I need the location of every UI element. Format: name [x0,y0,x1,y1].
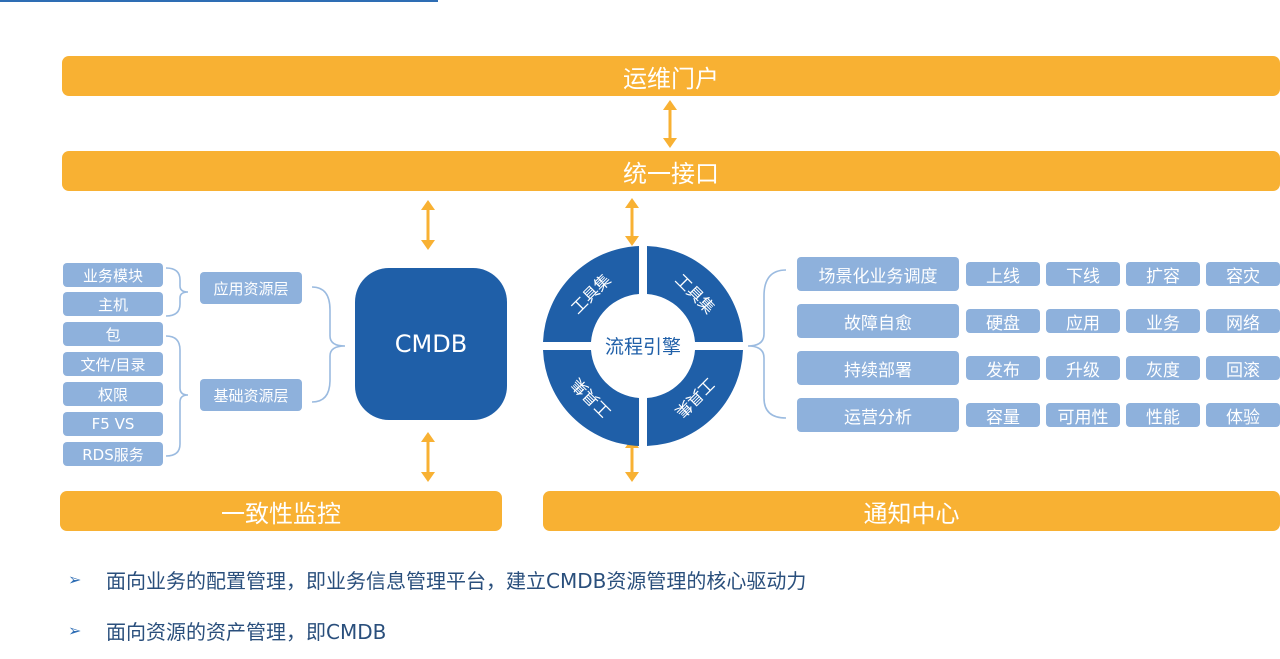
toolset-quadrant-br [647,350,743,446]
toolset-quadrant-bl [543,350,639,446]
scenario-label: 场景化业务调度 [797,257,959,291]
scenario-item: 网络 [1206,309,1280,334]
arrow-cmdb-monitor [421,432,435,482]
bullet-item: ➢ 面向业务的配置管理，即业务信息管理平台，建立CMDB资源管理的核心驱动力 [68,569,807,593]
scenario-item: 上线 [966,262,1040,287]
scenario-item: 升级 [1046,356,1120,381]
notify-center-bar: 通知中心 [543,491,1280,531]
workflow-engine-label: 流程引擎 [605,336,681,358]
arrow-api-cmdb [421,200,435,250]
brace-cmdb [311,286,346,403]
scenario-label: 运营分析 [797,398,959,432]
brace-base [165,335,189,457]
bullet-item: ➢ 面向资源的资产管理，即CMDB [68,620,387,644]
scenario-item: 下线 [1046,262,1120,287]
app-resource-layer: 应用资源层 [200,272,302,304]
scenario-item: 容量 [966,403,1040,428]
ops-portal-label: 运维门户 [623,64,719,93]
cmdb-label: CMDB [394,330,468,358]
scenario-label: 故障自愈 [797,304,959,338]
scenario-item: 硬盘 [966,309,1040,334]
unified-api-label: 统一接口 [623,159,719,188]
toolset-quadrant-tl [543,246,639,342]
brace-scenarios [747,269,787,419]
scenario-item: 容灾 [1206,262,1280,287]
scenario-item: 回滚 [1206,356,1280,381]
base-resource-layer: 基础资源层 [200,379,302,411]
resource-item: 包 [63,322,163,346]
scenario-item: 灰度 [1126,356,1200,381]
scenario-item: 应用 [1046,309,1120,334]
ops-portal-bar: 运维门户 [62,56,1280,96]
brace-app [165,267,189,317]
resource-item: RDS服务 [63,442,163,466]
bullet-arrow-icon: ➢ [68,570,82,589]
unified-api-bar: 统一接口 [62,151,1280,191]
scenario-item: 性能 [1126,403,1200,428]
engine-ring: 工具集 工具集 工具集 工具集 流程引擎 [543,246,743,446]
consistency-monitor-label: 一致性监控 [221,499,341,528]
scenario-item: 扩容 [1126,262,1200,287]
resource-item: F5 VS [63,412,163,436]
scenario-item: 可用性 [1046,403,1120,428]
arrow-portal-api [663,100,677,148]
notify-center-label: 通知中心 [863,499,960,528]
bullet-arrow-icon: ➢ [68,621,82,640]
resource-item: 业务模块 [63,263,163,287]
scenario-item: 业务 [1126,309,1200,334]
toolset-quadrant-tr [647,246,743,342]
scenario-item: 体验 [1206,403,1280,428]
resource-item: 主机 [63,292,163,316]
scenario-label: 持续部署 [797,351,959,385]
scenario-item: 发布 [966,356,1040,381]
resource-item: 文件/目录 [63,352,163,376]
cmdb-block: CMDB [355,268,507,420]
header-rule [0,0,438,2]
resource-item: 权限 [63,382,163,406]
consistency-monitor-bar: 一致性监控 [60,491,502,531]
arrow-api-engine [625,198,639,246]
arrows [421,100,677,482]
